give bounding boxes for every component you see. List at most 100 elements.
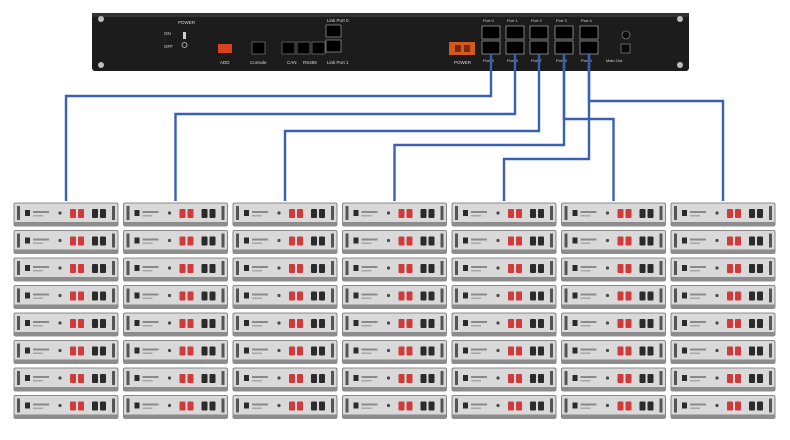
negative-terminal[interactable]	[100, 346, 106, 356]
negative-terminal[interactable]	[428, 319, 435, 328]
negative-terminal[interactable]	[201, 209, 208, 218]
positive-terminal[interactable]	[398, 401, 405, 411]
negative-terminal[interactable]	[420, 209, 427, 218]
negative-terminal[interactable]	[311, 401, 317, 411]
negative-terminal[interactable]	[420, 374, 427, 383]
positive-terminal[interactable]	[297, 209, 303, 218]
positive-terminal[interactable]	[508, 374, 514, 383]
negative-terminal[interactable]	[530, 319, 536, 328]
negative-terminal[interactable]	[749, 236, 755, 246]
negative-terminal[interactable]	[209, 374, 216, 383]
positive-terminal[interactable]	[289, 264, 295, 273]
negative-terminal[interactable]	[319, 346, 325, 356]
positive-terminal[interactable]	[406, 264, 413, 273]
rj45-port[interactable]	[529, 40, 549, 55]
positive-terminal[interactable]	[70, 209, 76, 218]
rj45-port[interactable]	[505, 25, 525, 40]
positive-terminal[interactable]	[625, 401, 632, 411]
positive-terminal[interactable]	[187, 319, 194, 328]
rj45-port[interactable]	[554, 40, 574, 55]
positive-terminal[interactable]	[727, 401, 733, 411]
negative-terminal[interactable]	[639, 264, 646, 273]
negative-terminal[interactable]	[420, 401, 427, 411]
positive-terminal[interactable]	[617, 401, 624, 411]
negative-terminal[interactable]	[428, 346, 435, 356]
positive-terminal[interactable]	[406, 319, 413, 328]
negative-terminal[interactable]	[209, 236, 216, 246]
negative-terminal[interactable]	[209, 264, 216, 273]
power-switch[interactable]	[183, 32, 186, 39]
negative-terminal[interactable]	[201, 374, 208, 383]
negative-terminal[interactable]	[92, 236, 98, 246]
positive-terminal[interactable]	[406, 291, 413, 301]
negative-terminal[interactable]	[319, 319, 325, 328]
positive-terminal[interactable]	[187, 291, 194, 301]
negative-terminal[interactable]	[749, 401, 755, 411]
can-port[interactable]	[296, 41, 311, 55]
positive-terminal[interactable]	[516, 374, 522, 383]
positive-terminal[interactable]	[625, 319, 632, 328]
positive-terminal[interactable]	[78, 209, 84, 218]
positive-terminal[interactable]	[516, 236, 522, 246]
negative-terminal[interactable]	[749, 264, 755, 273]
address-dip-switch[interactable]	[218, 44, 232, 53]
positive-terminal[interactable]	[735, 319, 741, 328]
positive-terminal[interactable]	[625, 346, 632, 356]
negative-terminal[interactable]	[538, 236, 544, 246]
positive-terminal[interactable]	[617, 264, 624, 273]
positive-terminal[interactable]	[735, 291, 741, 301]
positive-terminal[interactable]	[398, 374, 405, 383]
negative-terminal[interactable]	[100, 319, 106, 328]
rs485-port[interactable]	[311, 41, 326, 55]
negative-terminal[interactable]	[209, 319, 216, 328]
positive-terminal[interactable]	[179, 264, 186, 273]
positive-terminal[interactable]	[727, 291, 733, 301]
positive-terminal[interactable]	[508, 401, 514, 411]
positive-terminal[interactable]	[625, 291, 632, 301]
positive-terminal[interactable]	[289, 209, 295, 218]
negative-terminal[interactable]	[639, 236, 646, 246]
positive-terminal[interactable]	[187, 264, 194, 273]
negative-terminal[interactable]	[757, 209, 763, 218]
negative-terminal[interactable]	[201, 346, 208, 356]
positive-terminal[interactable]	[398, 319, 405, 328]
positive-terminal[interactable]	[297, 319, 303, 328]
negative-terminal[interactable]	[92, 291, 98, 301]
positive-terminal[interactable]	[297, 236, 303, 246]
positive-terminal[interactable]	[289, 374, 295, 383]
reset-button[interactable]	[621, 30, 631, 40]
positive-terminal[interactable]	[70, 291, 76, 301]
negative-terminal[interactable]	[538, 401, 544, 411]
positive-terminal[interactable]	[625, 374, 632, 383]
positive-terminal[interactable]	[516, 291, 522, 301]
rj45-port[interactable]	[554, 25, 574, 40]
positive-terminal[interactable]	[508, 209, 514, 218]
negative-terminal[interactable]	[749, 209, 755, 218]
positive-terminal[interactable]	[735, 209, 741, 218]
rj45-port[interactable]	[481, 25, 501, 40]
negative-terminal[interactable]	[100, 291, 106, 301]
negative-terminal[interactable]	[92, 346, 98, 356]
link-port-1[interactable]	[325, 39, 342, 53]
positive-terminal[interactable]	[398, 346, 405, 356]
negative-terminal[interactable]	[311, 209, 317, 218]
negative-terminal[interactable]	[311, 291, 317, 301]
positive-terminal[interactable]	[508, 346, 514, 356]
positive-terminal[interactable]	[297, 264, 303, 273]
positive-terminal[interactable]	[398, 291, 405, 301]
positive-terminal[interactable]	[727, 319, 733, 328]
positive-terminal[interactable]	[179, 291, 186, 301]
positive-terminal[interactable]	[508, 236, 514, 246]
negative-terminal[interactable]	[530, 401, 536, 411]
negative-terminal[interactable]	[319, 209, 325, 218]
positive-terminal[interactable]	[179, 401, 186, 411]
positive-terminal[interactable]	[735, 346, 741, 356]
negative-terminal[interactable]	[311, 319, 317, 328]
rj45-port[interactable]	[579, 25, 599, 40]
positive-terminal[interactable]	[508, 264, 514, 273]
negative-terminal[interactable]	[647, 236, 654, 246]
negative-terminal[interactable]	[420, 236, 427, 246]
positive-terminal[interactable]	[78, 264, 84, 273]
positive-terminal[interactable]	[727, 264, 733, 273]
positive-terminal[interactable]	[617, 236, 624, 246]
